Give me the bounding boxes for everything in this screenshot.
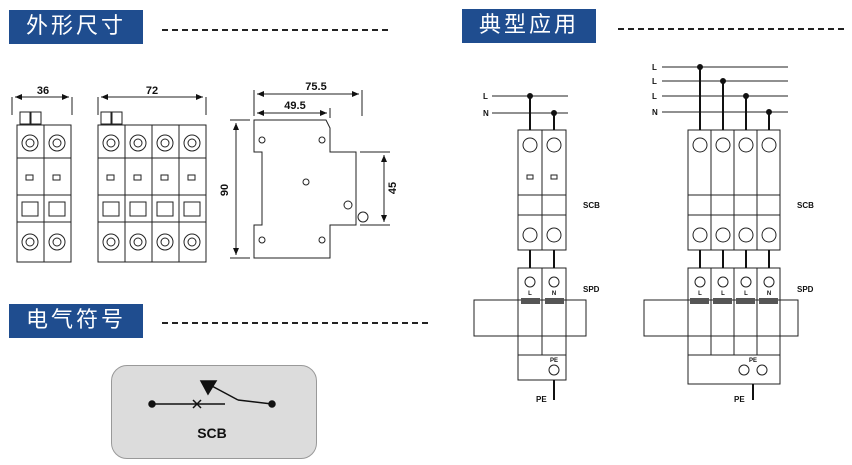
terminal-label: N	[552, 291, 556, 297]
section-title-dimensions: 外形尺寸	[9, 10, 143, 44]
spd-label: SPD	[583, 285, 600, 294]
terminal-label: N	[767, 291, 771, 297]
spd-label: SPD	[797, 285, 814, 294]
line-label: L	[483, 92, 488, 101]
section-title-application: 典型应用	[462, 9, 596, 43]
pe-label: PE	[550, 358, 558, 364]
pe-label: PE	[749, 358, 757, 364]
dimension-label-49-5: 49.5	[284, 100, 305, 112]
title-divider	[618, 28, 844, 30]
scb-label: SCB	[583, 201, 600, 210]
line-label: L	[652, 92, 657, 101]
line-label: L	[652, 77, 657, 86]
application-diagram-2p	[473, 95, 587, 381]
pe-ground-label: PE	[536, 395, 547, 404]
scb-symbol	[148, 380, 276, 409]
dimension-label-36: 36	[37, 85, 49, 97]
scb-label: SCB	[797, 201, 814, 210]
application-4p-wiring	[690, 64, 778, 400]
breaker-4p-front	[97, 94, 207, 263]
terminal-label: L	[528, 291, 532, 297]
breaker-side-view	[230, 90, 390, 259]
dimension-label-72: 72	[146, 85, 158, 97]
terminal-label: L	[744, 291, 748, 297]
section-title-symbol: 电气符号	[9, 304, 143, 338]
application-2p-wiring	[521, 93, 564, 400]
line-label: N	[483, 109, 489, 118]
pe-ground-label: PE	[734, 395, 745, 404]
title-divider	[162, 29, 388, 31]
terminal-label: L	[698, 291, 702, 297]
breaker-2p-front	[11, 94, 73, 263]
dimension-label-90: 90	[219, 184, 231, 196]
title-divider	[162, 322, 428, 324]
line-label: N	[652, 108, 658, 117]
terminal-label: L	[721, 291, 725, 297]
application-diagram-4p	[643, 66, 799, 385]
symbol-label: SCB	[197, 425, 227, 441]
dimension-label-45: 45	[387, 182, 399, 194]
line-label: L	[652, 63, 657, 72]
dimension-label-75-5: 75.5	[305, 81, 326, 93]
